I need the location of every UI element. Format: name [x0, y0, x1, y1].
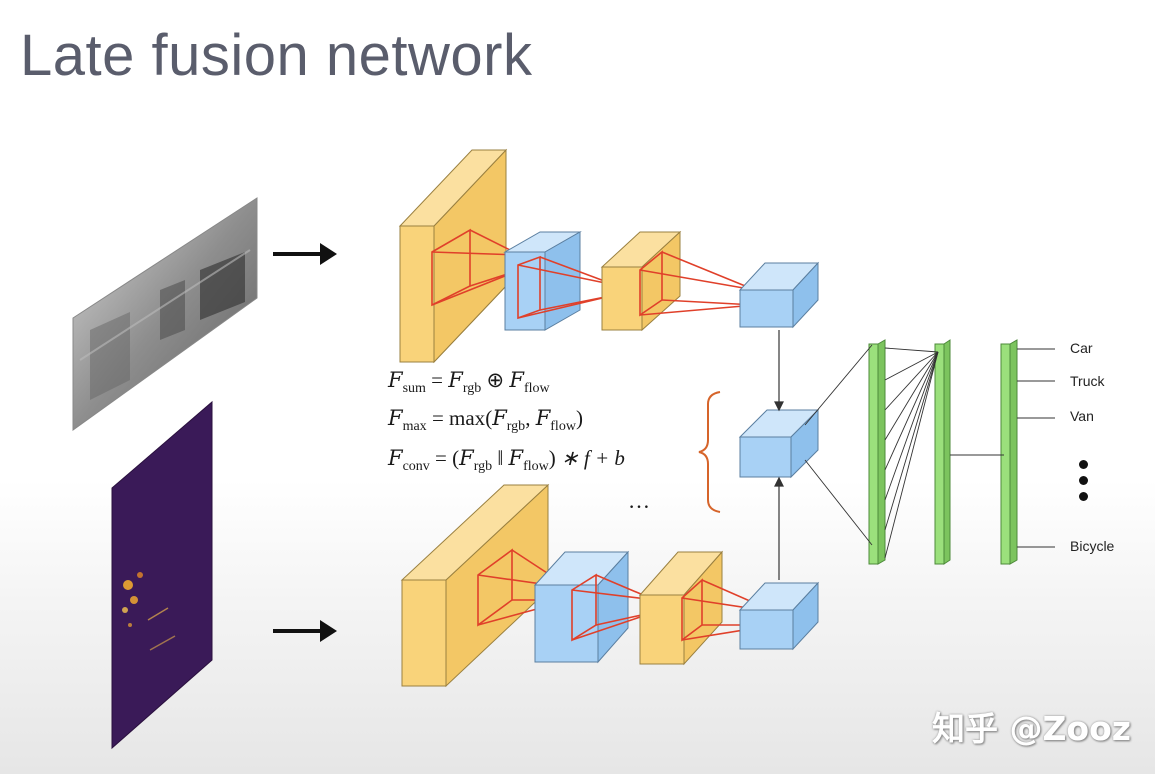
- receptive-field-lines: [517, 255, 616, 320]
- equation-ellipsis: …: [628, 488, 650, 513]
- class-label-car: Car: [1070, 340, 1093, 356]
- class-label-van: Van: [1070, 408, 1094, 424]
- equation-max: Fmax = max(Frgb, Fflow): [388, 406, 583, 435]
- pool-block: [738, 261, 820, 329]
- class-label-truck: Truck: [1070, 373, 1105, 389]
- ellipsis-dot: [1079, 460, 1088, 469]
- fc-layer-1: [868, 339, 886, 565]
- arrow-right-icon: [273, 243, 337, 265]
- arrow-right-icon: [273, 620, 337, 642]
- conv-block: [398, 148, 508, 364]
- equation-sum: Fsum = Frgb ⊕ Fflow: [388, 368, 550, 397]
- pool-block: [503, 231, 582, 331]
- class-label-bicycle: Bicycle: [1070, 538, 1115, 554]
- ellipsis-dot: [1079, 476, 1088, 485]
- conv-block: [400, 483, 550, 688]
- watermark: 知乎 @Zooz: [932, 709, 1131, 748]
- rgb-input-image: [72, 197, 258, 431]
- fusion-block: [738, 408, 820, 479]
- fusion-arrows: [774, 330, 784, 580]
- top-stream: [398, 148, 820, 364]
- equation-conv: Fconv = (Frgb ‖ Fflow) ∗ f + b: [388, 446, 625, 475]
- bottom-stream: [400, 483, 820, 688]
- fc-layers: [868, 339, 1018, 565]
- pool-block: [738, 581, 820, 651]
- pool-block: [533, 550, 630, 664]
- fc-layer-3: [1000, 339, 1018, 565]
- page-title: Late fusion network: [20, 23, 533, 88]
- conv-block: [600, 230, 682, 332]
- fc-layer-2: [934, 339, 951, 565]
- fc-connections: [804, 344, 1055, 559]
- flow-input-image: [111, 400, 213, 750]
- conv-block: [638, 550, 724, 666]
- bracket: [698, 391, 721, 513]
- ellipsis-dot: [1079, 492, 1088, 501]
